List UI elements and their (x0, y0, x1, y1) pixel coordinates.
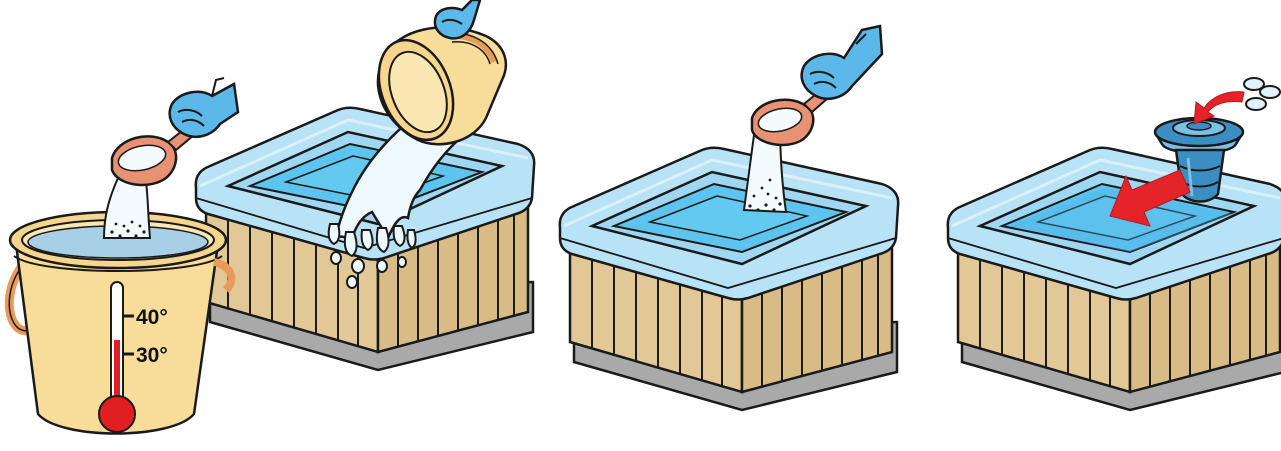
spa-tub-icon (948, 148, 1281, 410)
chlorine-tablet-icon (1244, 78, 1280, 110)
step-3-add-granules-panel (560, 26, 898, 410)
thermometer-mark-40: 40° (136, 306, 168, 329)
step-4-dispenser-panel (948, 78, 1281, 410)
granule-stream (104, 178, 150, 238)
spa-tub-icon (560, 148, 898, 410)
thermometer-mark-30: 30° (136, 344, 168, 367)
glove-hand-icon (802, 26, 882, 99)
glove-hand-icon (170, 78, 238, 137)
step-1-dissolve-panel: 40° 30° (9, 0, 534, 434)
